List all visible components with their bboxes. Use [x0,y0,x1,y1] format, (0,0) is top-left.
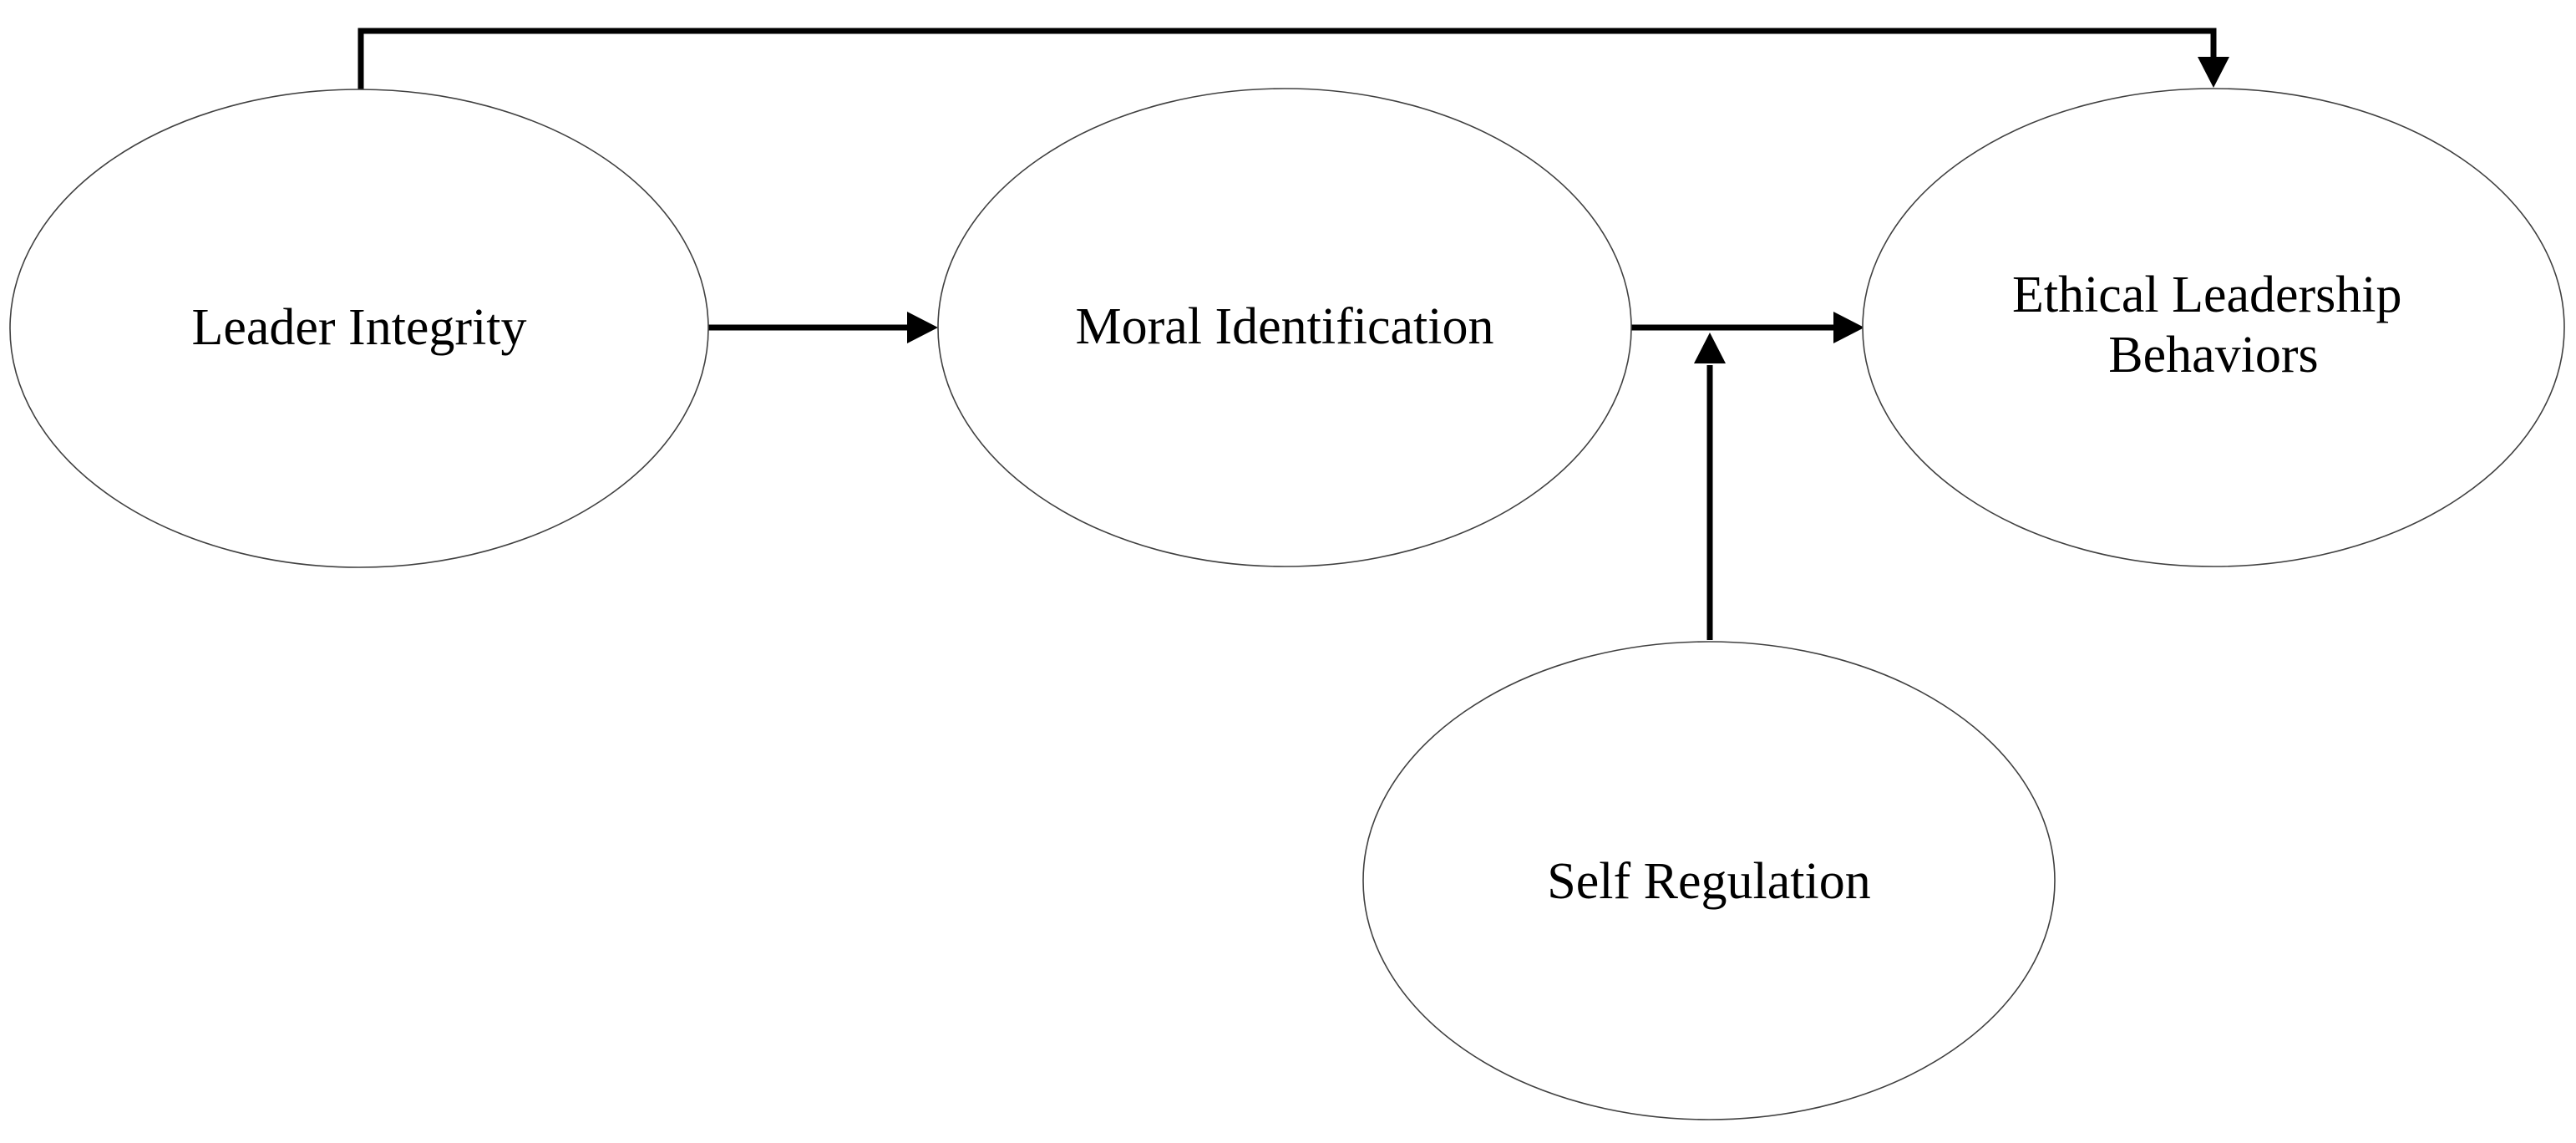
node-ellipse-leader-integrity [9,89,709,568]
edge-selfregulation-arrowhead-up-icon [1694,333,1726,363]
node-label-ethical-leadership-line1: Ethical Leadership [2012,267,2402,323]
node-ellipse-self-regulation [1362,641,2056,1120]
node-ellipse-ethical-leadership-behaviors [1862,88,2565,567]
node-ellipse-moral-identification [937,88,1632,567]
edge-moral-to-ethical-arrowhead-right-icon [1833,312,1864,343]
edge-leader-to-ethical-arrowhead-down-icon [2198,57,2229,88]
node-label-ethical-leadership-line2: Behaviors [2108,327,2318,384]
node-label-leader-integrity: Leader Integrity [191,299,526,356]
edge-leader-to-ethical-elbow-line [357,28,2217,90]
node-label-self-regulation: Self Regulation [1547,853,1870,910]
node-label-moral-identification: Moral Identification [1076,298,1494,355]
edge-leader-to-moral-arrowhead-right-icon [907,312,938,343]
node-label-ethical-leadership-behaviors: Ethical Leadership Behaviors [2012,267,2415,384]
